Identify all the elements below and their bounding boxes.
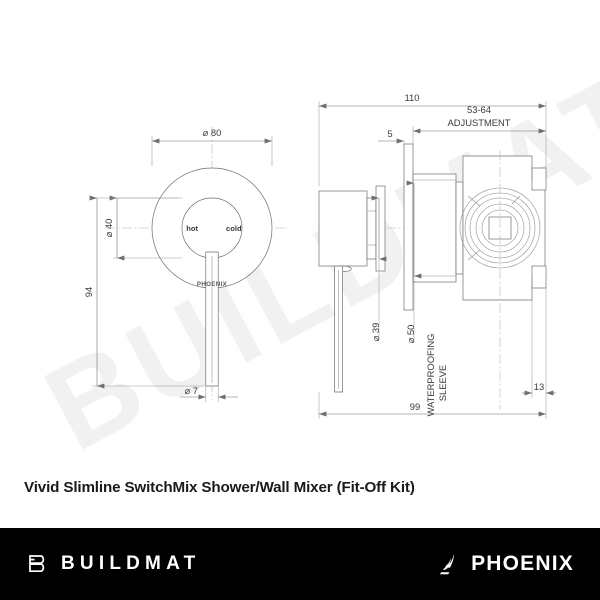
dim-outer-plate-diameter-text: ⌀ 80 — [203, 127, 222, 138]
handle-body-outline — [318, 190, 368, 267]
front-brand-label: PHOENIX — [197, 281, 228, 288]
dim-outer-plate-diameter: ⌀ 80 — [151, 127, 273, 166]
dim-sleeve-diameter: ⌀ 50 — [405, 180, 422, 344]
page-title: Vivid Slimline SwitchMix Shower/Wall Mix… — [24, 479, 415, 496]
dim-overall-height-text: 94 — [83, 287, 94, 297]
buildmat-b-logo-icon — [26, 551, 52, 577]
dim-plate-thickness: 5 — [378, 128, 405, 144]
sleeve-note-line-2: SLEEVE — [437, 365, 448, 401]
side-elevation-view: 110 53-64 ADJUSTMENT 5 — [318, 92, 556, 419]
dim-lever-depth: 99 — [318, 392, 547, 419]
dim-lever-depth-text: 99 — [410, 401, 420, 412]
waterproofing-sleeve-outline — [412, 173, 457, 283]
buildmat-wordmark: BUILDMAT — [61, 553, 201, 574]
dim-overall-depth-text: 110 — [405, 92, 420, 103]
dim-lever-diameter-text: ⌀ 7 — [185, 385, 198, 396]
dim-rear-projection-text: 13 — [534, 381, 544, 392]
dim-body-diameter: ⌀ 39 — [370, 195, 387, 342]
technical-drawing-svg: .ln { stroke:#6e6e73; stroke-width:0.7; … — [25, 45, 600, 462]
dim-adjustment-label-text: ADJUSTMENT — [447, 117, 510, 128]
technical-drawing-area: .ln { stroke:#6e6e73; stroke-width:0.7; … — [24, 45, 600, 462]
waterproofing-sleeve-note: WATERPROOFING SLEEVE — [425, 334, 448, 417]
cold-label: cold — [226, 224, 242, 233]
side-escutcheon-outline — [375, 185, 386, 272]
dim-handle-hub-diameter-text: ⌀ 40 — [103, 219, 114, 238]
phoenix-brand: PHOENIX — [440, 552, 574, 576]
wall-flange-plate — [403, 143, 414, 311]
dim-adjustment-range: 53-64 ADJUSTMENT — [412, 104, 546, 174]
sleeve-shoulder — [455, 181, 464, 275]
dim-rear-projection: 13 — [522, 288, 556, 398]
dim-sleeve-diameter-text: ⌀ 50 — [405, 325, 416, 344]
handle-collar-outline — [366, 197, 377, 260]
dim-adjustment-range-text: 53-64 — [467, 104, 491, 115]
mounting-tab-top — [531, 167, 547, 191]
brand-footer-bar: BUILDMAT PHOENIX — [0, 528, 600, 600]
sleeve-note-line-1: WATERPROOFING — [425, 334, 436, 417]
mounting-tab-bottom — [531, 265, 547, 289]
buildmat-brand: BUILDMAT — [26, 551, 200, 577]
dim-plate-thickness-text: 5 — [387, 128, 392, 139]
phoenix-flame-logo-icon — [440, 552, 462, 576]
dim-overall-height: 94 — [83, 195, 205, 389]
phoenix-wordmark: PHOENIX — [471, 552, 574, 575]
front-elevation-view: hot cold PHOENIX ⌀ 80 ⌀ 40 — [83, 127, 288, 402]
dim-body-diameter-text: ⌀ 39 — [370, 323, 381, 342]
hot-label: hot — [186, 224, 198, 233]
dim-lever-diameter: ⌀ 7 — [180, 385, 238, 402]
dim-overall-depth: 110 — [318, 92, 547, 186]
